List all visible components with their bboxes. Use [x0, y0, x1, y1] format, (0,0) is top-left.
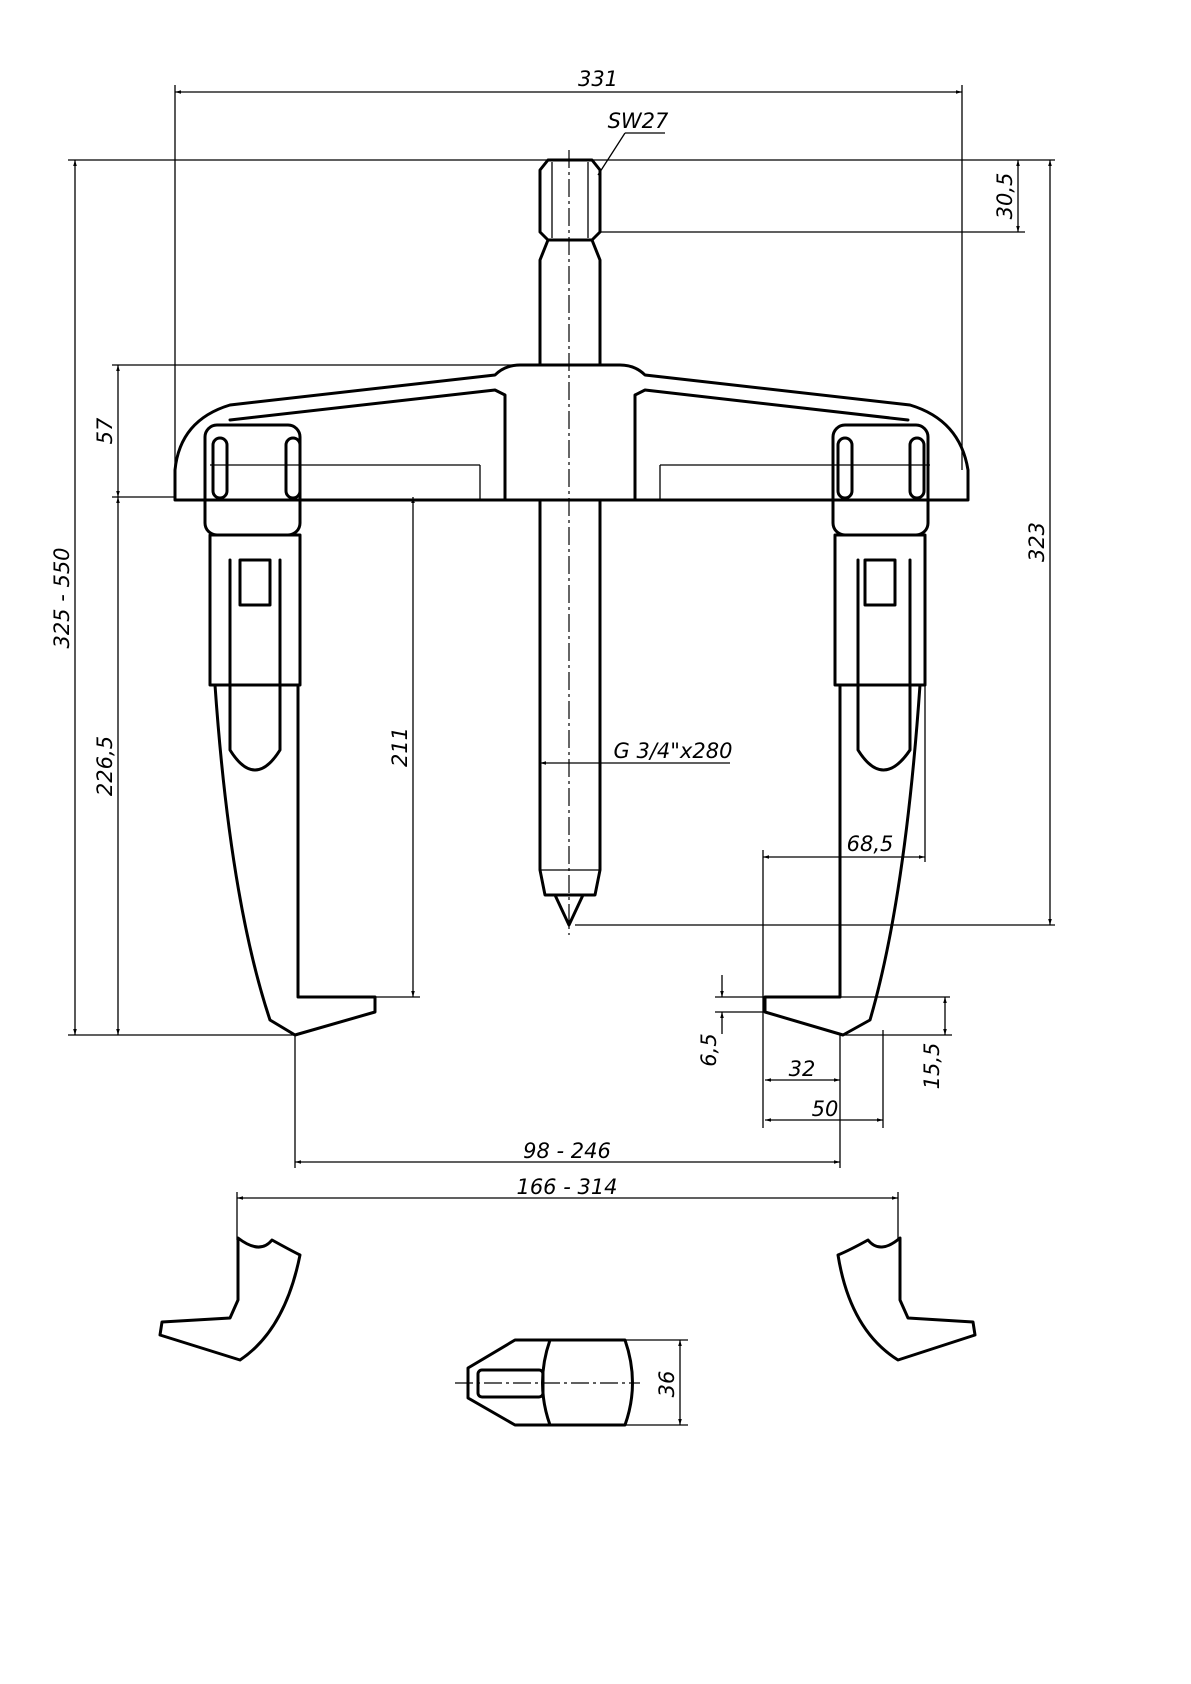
dim-wrench-size: SW27: [608, 109, 669, 133]
dim-overall-width: 331: [578, 67, 618, 91]
dim-inner-span: 98 - 246: [523, 1139, 611, 1163]
dim-jaw-width: 36: [655, 1371, 679, 1398]
dim-spindle: G 3/4"x280: [614, 739, 733, 763]
crossbar: [173, 363, 970, 502]
dim-total-height: 325 - 550: [50, 547, 74, 648]
dimension-lines: [68, 85, 1055, 1426]
dim-crossbar-height: 57: [93, 417, 117, 444]
dim-jaw-tip: 6,5: [697, 1033, 721, 1066]
dim-hook-depth: 32: [789, 1057, 816, 1081]
alternate-jaws: [158, 1236, 977, 1427]
dim-spindle-height: 323: [1025, 522, 1049, 562]
left-jaw: [203, 423, 377, 1037]
dim-foot-height: 15,5: [920, 1043, 944, 1090]
right-jaw: [763, 423, 930, 1037]
dim-jaw-offset: 68,5: [847, 832, 894, 856]
dim-inner-reach: 211: [388, 727, 412, 767]
dim-outer-span: 166 - 314: [516, 1175, 617, 1199]
dim-foot-width: 50: [812, 1097, 839, 1121]
dim-jaw-length: 226,5: [93, 736, 117, 796]
dim-nut-height: 30,5: [993, 173, 1017, 220]
spindle: [538, 158, 602, 927]
